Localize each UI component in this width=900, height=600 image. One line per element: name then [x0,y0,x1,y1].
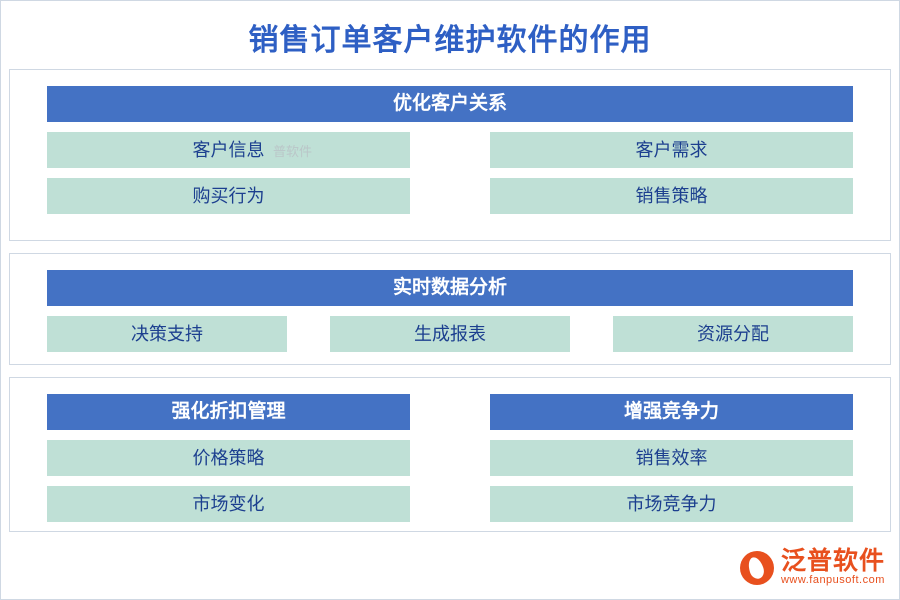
section-2-row-1: 决策支持 生成报表 资源分配 [47,316,853,352]
section-3-columns: 强化折扣管理 价格策略 市场变化 增强竞争力 销售效率 市场竞争力 [47,394,853,522]
flame-icon [739,551,774,586]
section-2-cell-3: 资源分配 [613,316,853,352]
section-1-cell-4: 销售策略 [490,178,853,214]
section-3-col-1-header: 强化折扣管理 [47,394,410,430]
section-1-header: 优化客户关系 [47,86,853,122]
section-realtime-data-analysis: 实时数据分析 决策支持 生成报表 资源分配 [9,253,891,365]
brand-name: 泛普软件 [780,548,885,576]
brand-text: 泛普软件 www.fanpusoft.com [780,548,885,587]
section-3-col-2-cell-2: 市场竞争力 [490,486,853,522]
section-2-header: 实时数据分析 [47,270,853,306]
section-1-cell-1: 客户信息 [47,132,410,168]
section-1-row-2: 购买行为 销售策略 [47,178,853,214]
section-2-cell-1: 决策支持 [47,316,287,352]
section-1-cell-2: 客户需求 [490,132,853,168]
section-3-col-2-cell-1: 销售效率 [490,440,853,476]
brand-url: www.fanpusoft.com [780,574,885,587]
section-discount-and-competitiveness: 强化折扣管理 价格策略 市场变化 增强竞争力 销售效率 市场竞争力 [9,377,891,532]
section-3-col-1-cell-1: 价格策略 [47,440,410,476]
section-3-column-1: 强化折扣管理 价格策略 市场变化 [47,394,410,522]
section-optimize-customer-relations: 优化客户关系 客户信息 客户需求 购买行为 销售策略 [9,69,891,241]
section-3-column-2: 增强竞争力 销售效率 市场竞争力 [490,394,853,522]
section-1-row-1: 客户信息 客户需求 [47,132,853,168]
section-3-col-1-cell-2: 市场变化 [47,486,410,522]
section-1-cell-3: 购买行为 [47,178,410,214]
brand-logo: 泛普软件 www.fanpusoft.com [739,548,885,587]
section-2-cell-2: 生成报表 [330,316,570,352]
page-title: 销售订单客户维护软件的作用 [248,24,652,57]
section-3-col-2-header: 增强竞争力 [490,394,853,430]
